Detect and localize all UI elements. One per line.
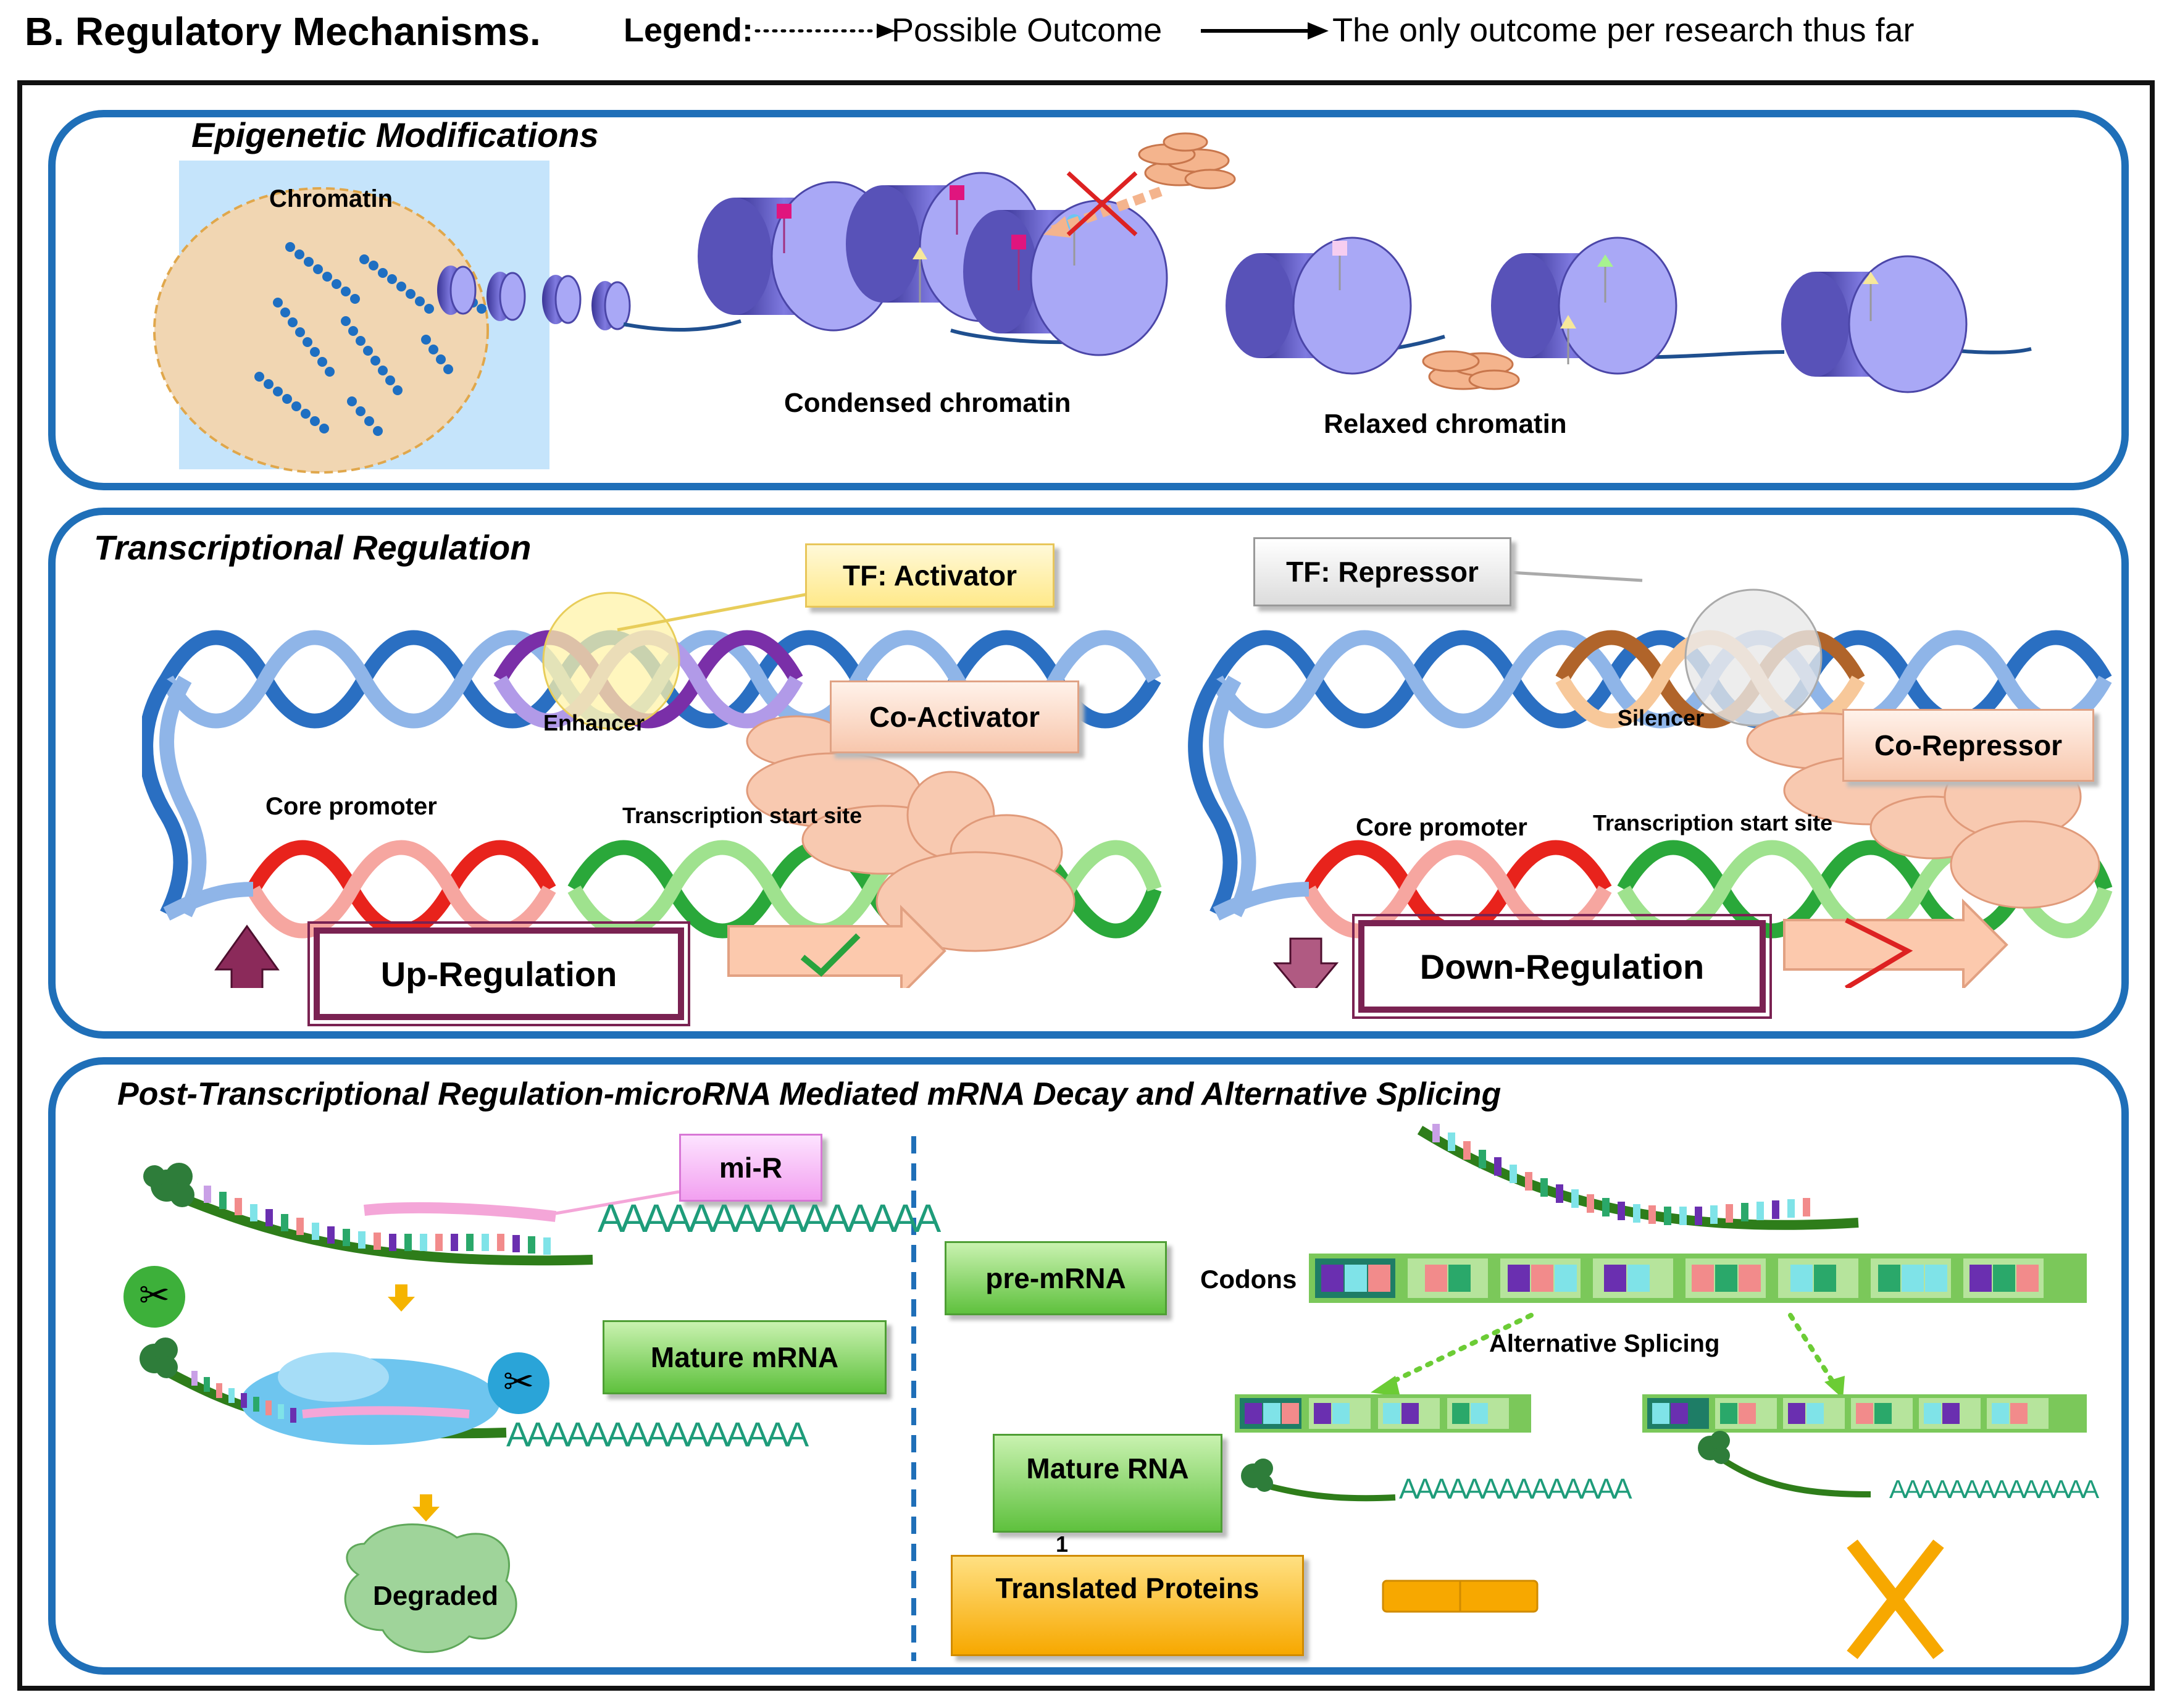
pre-mrna-box: pre-mRNA (945, 1241, 1167, 1315)
up-regulation-box: Up-Regulation (307, 921, 690, 1026)
tss-right-label: Transcription start site (1593, 810, 1833, 835)
alternative-splicing-label: Alternative Splicing (1489, 1330, 1720, 1357)
mrna-bases-right (1432, 1124, 1810, 1225)
tf-repressor-box: TF: Repressor (1253, 537, 1511, 606)
mature-rna-box: Mature RNA (993, 1434, 1222, 1533)
scissors-right-icon (488, 1352, 549, 1414)
translated-proteins-box: Translated Proteins (951, 1555, 1304, 1656)
figure-frame (17, 80, 2155, 1691)
polya-tail-mid: AAAAAAAAAAAAAAA (506, 1415, 809, 1454)
polya-tail-top: AAAAAAAAAAAAAAA (598, 1196, 941, 1241)
core-promoter-right-label: Core promoter (1356, 814, 1527, 841)
mature-mrna-box: Mature mRNA (603, 1320, 887, 1394)
core-promoter-left-label: Core promoter (265, 793, 437, 820)
mrna-bases-mid (191, 1371, 296, 1423)
polya-tail-left: AAAAAAAAAAAAAA (1399, 1473, 1632, 1505)
enhancer-label: Enhancer (543, 710, 645, 735)
codons-label: Codons (1200, 1265, 1297, 1294)
enzyme-stack-bottom (1422, 350, 1520, 390)
condensed-chromatin-label: Condensed chromatin (784, 388, 1071, 418)
co-activator-box: Co-Activator (830, 680, 1079, 753)
nucleus (153, 187, 489, 474)
svg-text:✂: ✂ (139, 1274, 170, 1317)
splice-arrow-left (1387, 1313, 1534, 1386)
mir-strand-top (364, 1202, 557, 1222)
enzyme-stack-top (1138, 132, 1236, 190)
chromatin-fibers (254, 242, 487, 436)
legend-dotted-text: Possible Outcome (892, 12, 1163, 49)
legend-solid-arrow (1201, 22, 1329, 40)
legend-dotted-arrow (754, 23, 895, 38)
down-regulation-box: Down-Regulation (1352, 914, 1772, 1019)
check-icon (800, 933, 861, 977)
mrna-bases-top (204, 1186, 551, 1255)
relaxed-nucleosomes (1226, 237, 1968, 393)
figure-title: B. Regulatory Mechanisms. (25, 9, 541, 54)
repressor-tf-shape (1684, 588, 1823, 727)
activator-tf-shape (542, 592, 680, 730)
cap-mid (140, 1338, 178, 1378)
epigenetic-title: Epigenetic Modifications (191, 115, 599, 154)
blocked-arrow (1048, 186, 1163, 237)
left-outcome-arrow (727, 905, 946, 988)
tss-left-label: Transcription start site (622, 803, 863, 828)
up-arrow-icon (214, 924, 280, 988)
condensed-nucleosomes (698, 172, 1168, 356)
mature-rna-left (1252, 1479, 1396, 1502)
mature-rna-right (1708, 1448, 1871, 1497)
splice-arrow-right (1788, 1313, 1836, 1386)
arrow-down-2 (412, 1494, 440, 1522)
svg-text:✂: ✂ (503, 1360, 534, 1404)
transcriptional-panel (48, 508, 2129, 1039)
legend-solid-text: The only outcome per research thus far (1332, 12, 1915, 49)
polya-tail-right: AAAAAAAAAAAAAA (1889, 1475, 2099, 1504)
epigenetic-illustration (153, 132, 2032, 474)
spliced-variant-left (1235, 1394, 1531, 1433)
cap-top (143, 1163, 194, 1207)
down-arrow-icon (1272, 937, 1339, 988)
codon-bar (1309, 1254, 2087, 1303)
transcription-dna-illustration (142, 566, 2113, 988)
transcriptional-title: Transcriptional Regulation (94, 528, 532, 567)
spliced-variant-right (1642, 1394, 2087, 1433)
number-one-label: 1 (1056, 1531, 1069, 1557)
silencer-label: Silencer (1618, 705, 1705, 731)
chromatin-label: Chromatin (269, 185, 393, 212)
relaxed-chromatin-label: Relaxed chromatin (1324, 409, 1567, 439)
legend-label: Legend: (624, 12, 753, 49)
scissors-left-icon (123, 1266, 185, 1328)
tf-activator-box: TF: Activator (805, 543, 1055, 608)
mir-box: mi-R (679, 1134, 822, 1202)
block-icon (1844, 918, 1913, 988)
post-transcription-illustration: ✂ ✂ (123, 1124, 2087, 1661)
degraded-blob (344, 1523, 517, 1653)
small-nucleosomes (437, 266, 631, 330)
post-transcriptional-title: Post-Transcriptional Regulation-microRNA… (117, 1076, 1502, 1112)
co-repressor-box: Co-Repressor (1842, 709, 2094, 782)
arrow-down-1 (388, 1284, 415, 1312)
co-activator-shapes (746, 715, 1076, 952)
degraded-label: Degraded (373, 1581, 498, 1611)
